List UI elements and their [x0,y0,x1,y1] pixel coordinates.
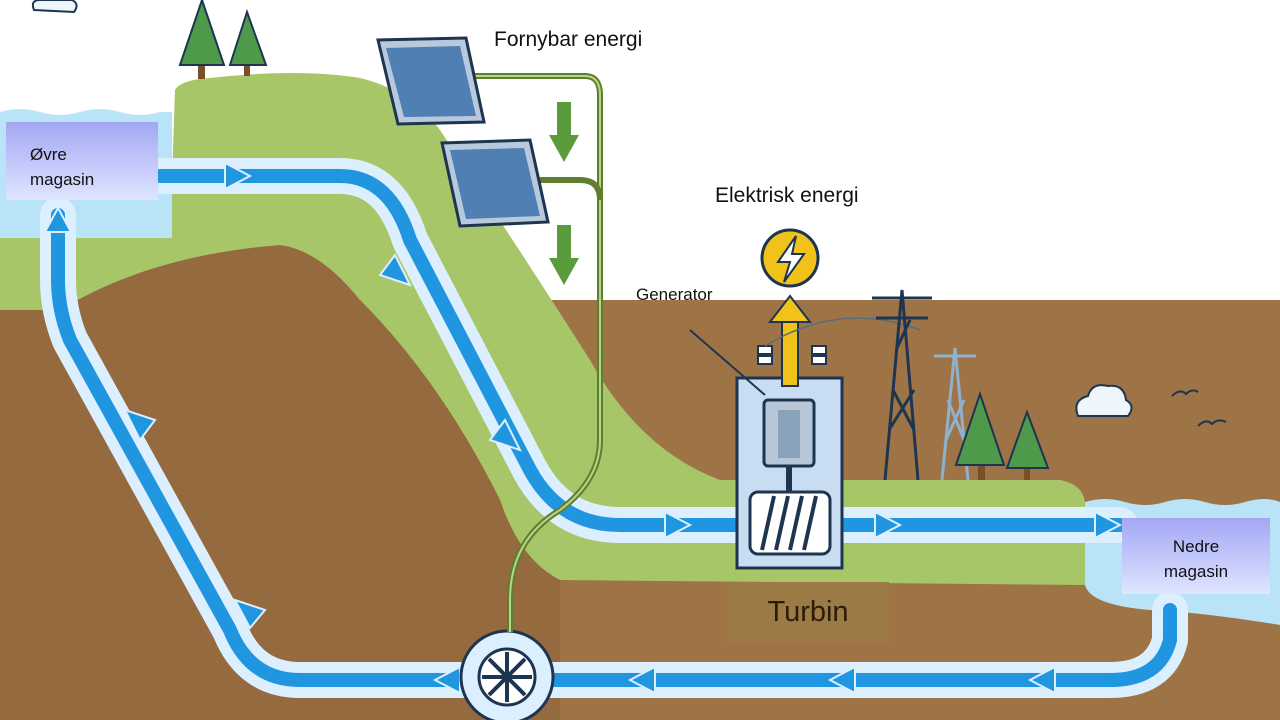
lightning-bolt-icon [760,228,820,288]
lower-reservoir-box [1122,518,1270,594]
lower-reservoir-label: Nedre magasin [1163,537,1229,581]
energy-arrow [767,294,813,387]
power-pylon-icon-2 [934,347,976,481]
hillside-grass [0,73,1085,585]
return-pipe [40,197,1188,698]
upper-reservoir-label: Øvre magasin [30,145,95,189]
soil-mound [0,245,560,720]
turbine-box [727,582,889,642]
upper-reservoir-box [6,122,158,200]
generator-pointer [689,329,766,396]
pump-icon [459,629,555,720]
electric-energy-label: Elektrisk energi [715,184,859,207]
generator-label: Generator [636,285,713,304]
flow-arrows [43,161,1123,695]
penstock-pipe [142,158,1138,543]
renewable-energy-label: Fornybar energi [494,28,643,51]
renewable-arrows [549,102,579,285]
tree-icon [178,0,1050,480]
power-pylon-icon [872,289,932,481]
turbine-label: Turbin [767,596,849,628]
bird-icon [1171,389,1227,427]
cloud-icon [31,0,1133,417]
solar-panel-icon [376,36,550,228]
power-house [735,376,844,570]
